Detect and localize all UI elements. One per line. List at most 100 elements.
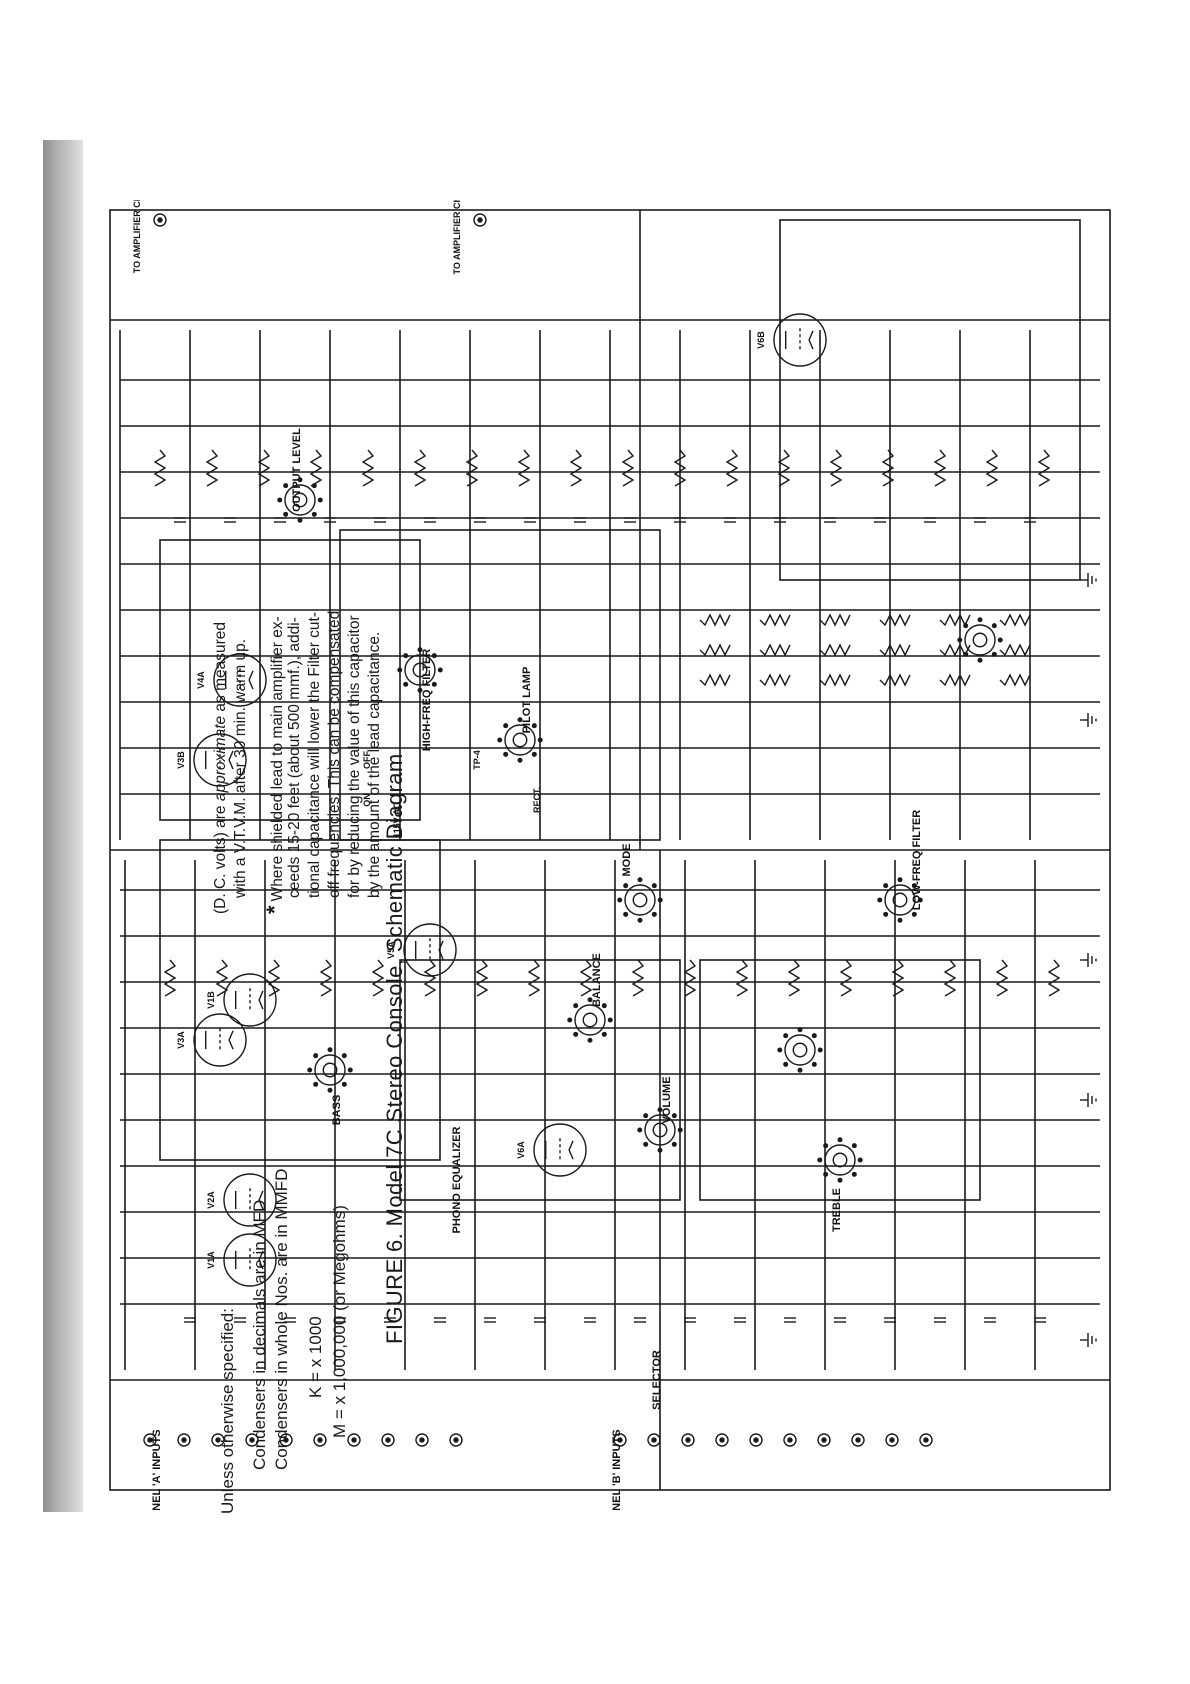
tube-v5a: [403, 923, 457, 977]
switch-rotor: [314, 1054, 346, 1086]
resistor-icon: [673, 449, 687, 487]
switch-rotor: [884, 884, 916, 916]
jack-b-phono-1: [681, 1433, 695, 1447]
tube-v6a: [533, 1123, 587, 1177]
label-power-on: ON: [362, 793, 372, 807]
switch-contact: [897, 917, 903, 923]
jack-tip: [419, 1437, 425, 1443]
switch-contact: [657, 1107, 663, 1113]
label-power-rect-: RECT.: [532, 787, 542, 813]
control-pilot-lamp: [497, 717, 543, 763]
resistor-icon: [527, 959, 541, 997]
tube-cathode: [258, 1190, 264, 1210]
switch-contact: [817, 1047, 823, 1053]
switch-contact: [573, 1031, 579, 1037]
label-treble: TREBLE: [831, 1188, 843, 1232]
jack-b-tv: [817, 1433, 831, 1447]
switch-contact: [823, 1143, 829, 1149]
tube-v3a: [193, 1013, 247, 1067]
ground-icon: [1080, 1333, 1097, 1347]
resistor-icon: [361, 449, 375, 487]
tube-v2a: [223, 1173, 277, 1227]
capacitor-icon: [884, 1317, 896, 1323]
resistor-icon: [631, 959, 645, 997]
resistor-icon: [699, 613, 731, 627]
resistor-icon: [777, 449, 791, 487]
jack-shell: [473, 213, 487, 227]
jack-shell: [817, 1433, 831, 1447]
ground-icon: [1080, 573, 1097, 587]
jack-b-tape-out: [919, 1433, 933, 1447]
switch-contact: [837, 1137, 843, 1143]
jack-tip: [685, 1437, 691, 1443]
control-bass: [307, 1047, 353, 1093]
switch-contact: [883, 883, 889, 889]
switch-hub: [792, 1042, 808, 1058]
switch-contact: [297, 517, 303, 523]
tube-envelope: [403, 923, 457, 977]
switch-contact: [911, 883, 917, 889]
switch-contact: [417, 647, 423, 653]
jack-tip: [249, 1437, 255, 1443]
switch-contact: [503, 751, 509, 757]
jack-tip: [753, 1437, 759, 1443]
switch-rotor: [574, 1004, 606, 1036]
tube-envelope: [193, 1013, 247, 1067]
resistor-icon: [999, 673, 1031, 687]
tube-cathode: [808, 330, 814, 350]
label-v3b: V3B: [176, 751, 186, 769]
resistor-icon: [839, 959, 853, 997]
switch-contact: [811, 1061, 817, 1067]
resistor-icon: [999, 643, 1031, 657]
switch-contact: [851, 1143, 857, 1149]
capacitor-icon: [524, 517, 536, 523]
capacitor-icon: [374, 517, 386, 523]
label-power-off: OFF: [362, 751, 372, 769]
resistor-icon: [819, 643, 851, 657]
tube-cathode: [248, 670, 254, 690]
switch-contact: [777, 1047, 783, 1053]
switch-contact: [313, 1053, 319, 1059]
switch-hub: [292, 492, 308, 508]
resistor-icon: [205, 449, 219, 487]
jack-a-phono-1: [211, 1433, 225, 1447]
switch-contact: [783, 1033, 789, 1039]
switch-contact: [531, 723, 537, 729]
resistor-icon: [215, 959, 229, 997]
capacitor-icon: [574, 517, 586, 523]
switch-rotor: [284, 484, 316, 516]
switch-hub: [632, 892, 648, 908]
control-output-level: [277, 477, 323, 523]
resistor-icon: [759, 643, 791, 657]
switch-contact: [311, 483, 317, 489]
switch-contact: [327, 1087, 333, 1093]
switch-contact: [917, 897, 923, 903]
resistor-icon: [985, 449, 999, 487]
preamp-section-b: [159, 539, 421, 821]
capacitor-icon: [624, 517, 636, 523]
label-pilot-lamp: PILOT LAMP: [521, 667, 533, 734]
tone-section-b: [699, 959, 981, 1201]
switch-contact: [297, 477, 303, 483]
label-volume: VOLUME: [661, 1076, 673, 1123]
switch-rotor: [964, 624, 996, 656]
switch-rotor: [644, 1114, 676, 1146]
switch-contact: [897, 877, 903, 883]
ground-icon: [1080, 713, 1097, 727]
switch-contact: [637, 917, 643, 923]
jack-tip: [157, 217, 163, 223]
jack-a-fm: [279, 1433, 293, 1447]
jack-a-micr-: [143, 1433, 157, 1447]
switch-contact: [503, 723, 509, 729]
resistor-icon: [579, 959, 593, 997]
jack-tip: [787, 1437, 793, 1443]
switch-contact: [283, 511, 289, 517]
control-treble: [817, 1137, 863, 1183]
capacitor-icon: [584, 1317, 596, 1323]
switch-contact: [671, 1141, 677, 1147]
switch-contact: [317, 497, 323, 503]
resistor-icon: [517, 449, 531, 487]
switch-contact: [403, 653, 409, 659]
resistor-icon: [759, 673, 791, 687]
